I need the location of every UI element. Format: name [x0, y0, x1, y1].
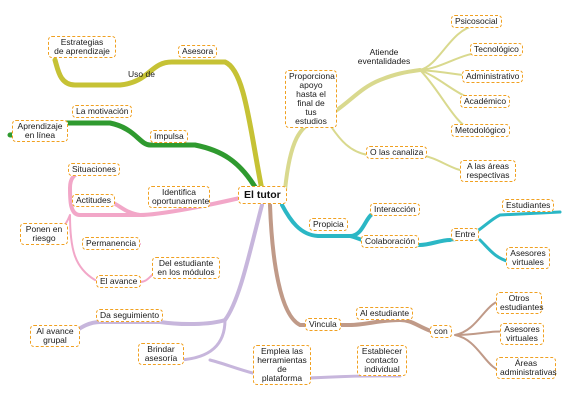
node-uso-de[interactable]: Uso de [128, 69, 155, 79]
node-entre[interactable]: Entre [451, 228, 480, 241]
node-con[interactable]: con [430, 325, 452, 338]
node-identifica[interactable]: Identifica oportunamente [148, 186, 210, 208]
node-o-las-canaliza[interactable]: O las canaliza [366, 146, 428, 159]
node-al-estudiante[interactable]: Al estudiante [356, 307, 414, 320]
node-propicia[interactable]: Propicia [309, 218, 348, 231]
branch-vincula [268, 203, 447, 337]
node-impulsa[interactable]: Impulsa [150, 130, 188, 143]
node-del-estudiante[interactable]: Del estudiante en los módulos [152, 257, 220, 279]
node-aprendizaje-en-linea[interactable]: Aprendizaje en línea [12, 120, 68, 142]
node-asesores-virtuales-1[interactable]: Asesores virtuales [506, 247, 550, 269]
node-areas-administrativas[interactable]: Áreas administrativas [496, 357, 557, 379]
node-asesores-virtuales-2[interactable]: Asesores virtuales [500, 323, 544, 345]
node-ponen-en-riesgo[interactable]: Ponen en riesgo [20, 223, 68, 245]
node-emplea[interactable]: Emplea las herramientas de plataforma [253, 345, 311, 385]
node-establecer[interactable]: Establecer contacto individual [357, 345, 407, 376]
node-actitudes[interactable]: Actitudes [72, 194, 115, 207]
branch-proporciona [283, 68, 422, 192]
node-vincula[interactable]: Vincula [305, 318, 341, 331]
branch-asesora [52, 57, 265, 193]
node-estrategias[interactable]: Estrategias de aprendizaje [48, 36, 116, 58]
node-tecnologico[interactable]: Tecnológico [470, 43, 523, 56]
node-el-avance[interactable]: El avance [96, 275, 142, 288]
node-permanencia[interactable]: Permanencia [82, 237, 141, 250]
node-psicosocial[interactable]: Psicosocial [451, 15, 502, 28]
branch-da-seguimiento [53, 203, 264, 342]
node-estudiantes[interactable]: Estudiantes [502, 199, 555, 212]
node-otros-estudiantes[interactable]: Otros estudiantes [496, 292, 543, 314]
node-al-avance-grupal[interactable]: Al avance grupal [30, 325, 80, 347]
node-administrativo[interactable]: Administrativo [462, 70, 524, 83]
node-la-motivacion[interactable]: La motivación [72, 105, 133, 118]
node-proporciona[interactable]: Proporciona apoyo hasta el final de tus … [285, 70, 337, 128]
node-interaccion[interactable]: Interacción [370, 203, 420, 216]
node-metodologico[interactable]: Metodológico [451, 124, 510, 137]
node-asesora[interactable]: Asesora [178, 45, 218, 58]
node-atiende[interactable]: Atiende eventalidades [357, 47, 411, 66]
node-colaboracion[interactable]: Colaboración [361, 235, 420, 248]
branch-atiende-subs [419, 24, 491, 131]
central-topic[interactable]: El tutor [238, 186, 287, 204]
node-situaciones[interactable]: Situaciones [68, 163, 120, 176]
node-a-las-areas[interactable]: A las áreas respectivas [460, 160, 516, 182]
node-da-seguimiento[interactable]: Da seguimiento [96, 309, 164, 322]
node-academico[interactable]: Académico [460, 95, 511, 108]
node-brindar-asesoria[interactable]: Brindar asesoría [138, 343, 184, 365]
